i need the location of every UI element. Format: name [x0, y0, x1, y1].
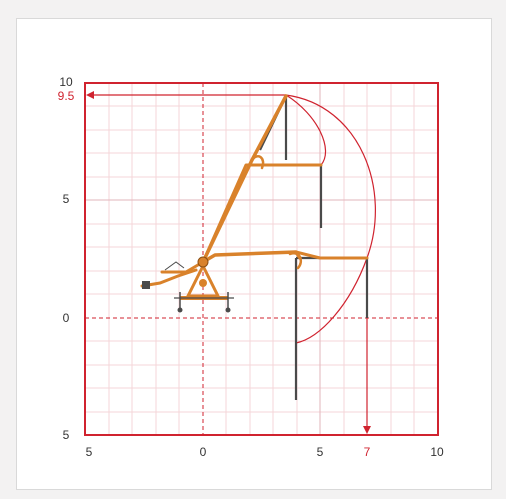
boom-arms: [160, 94, 369, 274]
max-height-arrow: [86, 91, 286, 99]
y-tick-top: 10: [59, 75, 73, 89]
y-tick-mid: 5: [62, 192, 70, 206]
folded-boom: [140, 261, 198, 289]
reach-envelope-outer: [285, 94, 376, 344]
x-tick-max-reach: 7: [363, 445, 371, 459]
x-tick-right: 10: [430, 445, 444, 459]
y-tick-zero: 0: [62, 311, 70, 325]
end-hose-lines: [248, 95, 369, 400]
x-tick-left: 5: [85, 445, 93, 459]
y-tick-max-reach: 9.5: [57, 89, 75, 103]
pump-truck-base: [174, 256, 234, 313]
grid-major: [85, 83, 438, 435]
plot-frame: [84, 82, 439, 436]
x-tick-zero: 0: [199, 445, 207, 459]
reach-envelope-inner: [285, 94, 327, 166]
grid: [85, 83, 438, 435]
y-tick-bottom: 5: [62, 428, 70, 442]
x-tick-mid: 5: [316, 445, 324, 459]
